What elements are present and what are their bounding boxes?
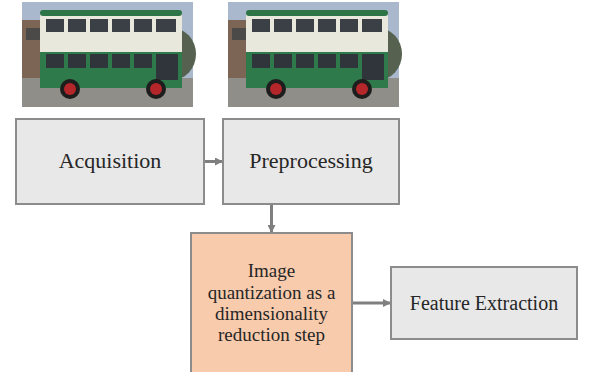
process-box: Feature Extraction bbox=[390, 266, 578, 340]
box-label: Preprocessing bbox=[249, 149, 372, 174]
bus-photo bbox=[228, 2, 402, 107]
box-label: Acquisition bbox=[59, 149, 162, 174]
process-box: Preprocessing bbox=[222, 118, 400, 205]
highlight-box: Image quantization as a dimensionality r… bbox=[190, 232, 353, 372]
process-box: Acquisition bbox=[15, 118, 205, 205]
box-label: Feature Extraction bbox=[410, 292, 558, 314]
box-label: Image quantization as a dimensionality r… bbox=[202, 260, 341, 345]
flow-arrow bbox=[353, 302, 390, 305]
bus-photo bbox=[22, 2, 196, 107]
flow-arrow bbox=[205, 160, 222, 163]
flow-arrow bbox=[270, 205, 273, 232]
